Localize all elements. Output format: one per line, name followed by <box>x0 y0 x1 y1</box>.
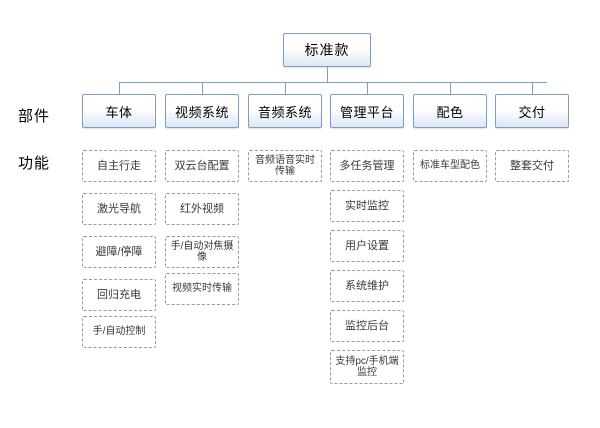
leaf-node[interactable]: 红外视频 <box>165 193 239 225</box>
leaf-node[interactable]: 监控后台 <box>330 310 404 342</box>
category-node-6[interactable]: 交付 <box>495 94 569 128</box>
category-node-5[interactable]: 配色 <box>413 94 487 128</box>
category-node-1[interactable]: 车体 <box>82 94 156 128</box>
leaf-node[interactable]: 实时监控 <box>330 190 404 222</box>
category-node-4[interactable]: 管理平台 <box>330 94 404 128</box>
leaf-node[interactable]: 音频语音实时传输 <box>248 150 322 182</box>
leaf-node[interactable]: 手/自动控制 <box>82 316 156 348</box>
leaf-node[interactable]: 支持pc/手机端监控 <box>330 350 404 384</box>
leaf-node[interactable]: 整套交付 <box>495 150 569 182</box>
root-node[interactable]: 标准款 <box>283 33 371 67</box>
connector-drop-3 <box>285 82 286 94</box>
connector-drop-4 <box>367 82 368 94</box>
row-label-functions: 功能 <box>18 155 51 172</box>
leaf-node[interactable]: 标准车型配色 <box>413 150 487 182</box>
leaf-node[interactable]: 多任务管理 <box>330 150 404 182</box>
connector-drop-2 <box>202 82 203 94</box>
leaf-node[interactable]: 回归充电 <box>82 279 156 311</box>
connector-drop-1 <box>119 82 120 94</box>
row-label-parts: 部件 <box>18 108 51 125</box>
connector-drop-6 <box>532 82 533 94</box>
leaf-node[interactable]: 用户设置 <box>330 230 404 262</box>
connector-bus <box>119 82 547 83</box>
leaf-node[interactable]: 系统维护 <box>330 270 404 302</box>
category-node-3[interactable]: 音频系统 <box>248 94 322 128</box>
category-node-2[interactable]: 视频系统 <box>165 94 239 128</box>
leaf-node[interactable]: 视频实时传输 <box>165 273 239 305</box>
connector-root-stem <box>327 67 328 82</box>
leaf-node[interactable]: 自主行走 <box>82 150 156 182</box>
connector-drop-5 <box>450 82 451 94</box>
leaf-node[interactable]: 激光导航 <box>82 193 156 225</box>
leaf-node[interactable]: 避障/停障 <box>82 236 156 268</box>
leaf-node[interactable]: 手/自动对焦摄像 <box>165 236 239 268</box>
leaf-node[interactable]: 双云台配置 <box>165 150 239 182</box>
